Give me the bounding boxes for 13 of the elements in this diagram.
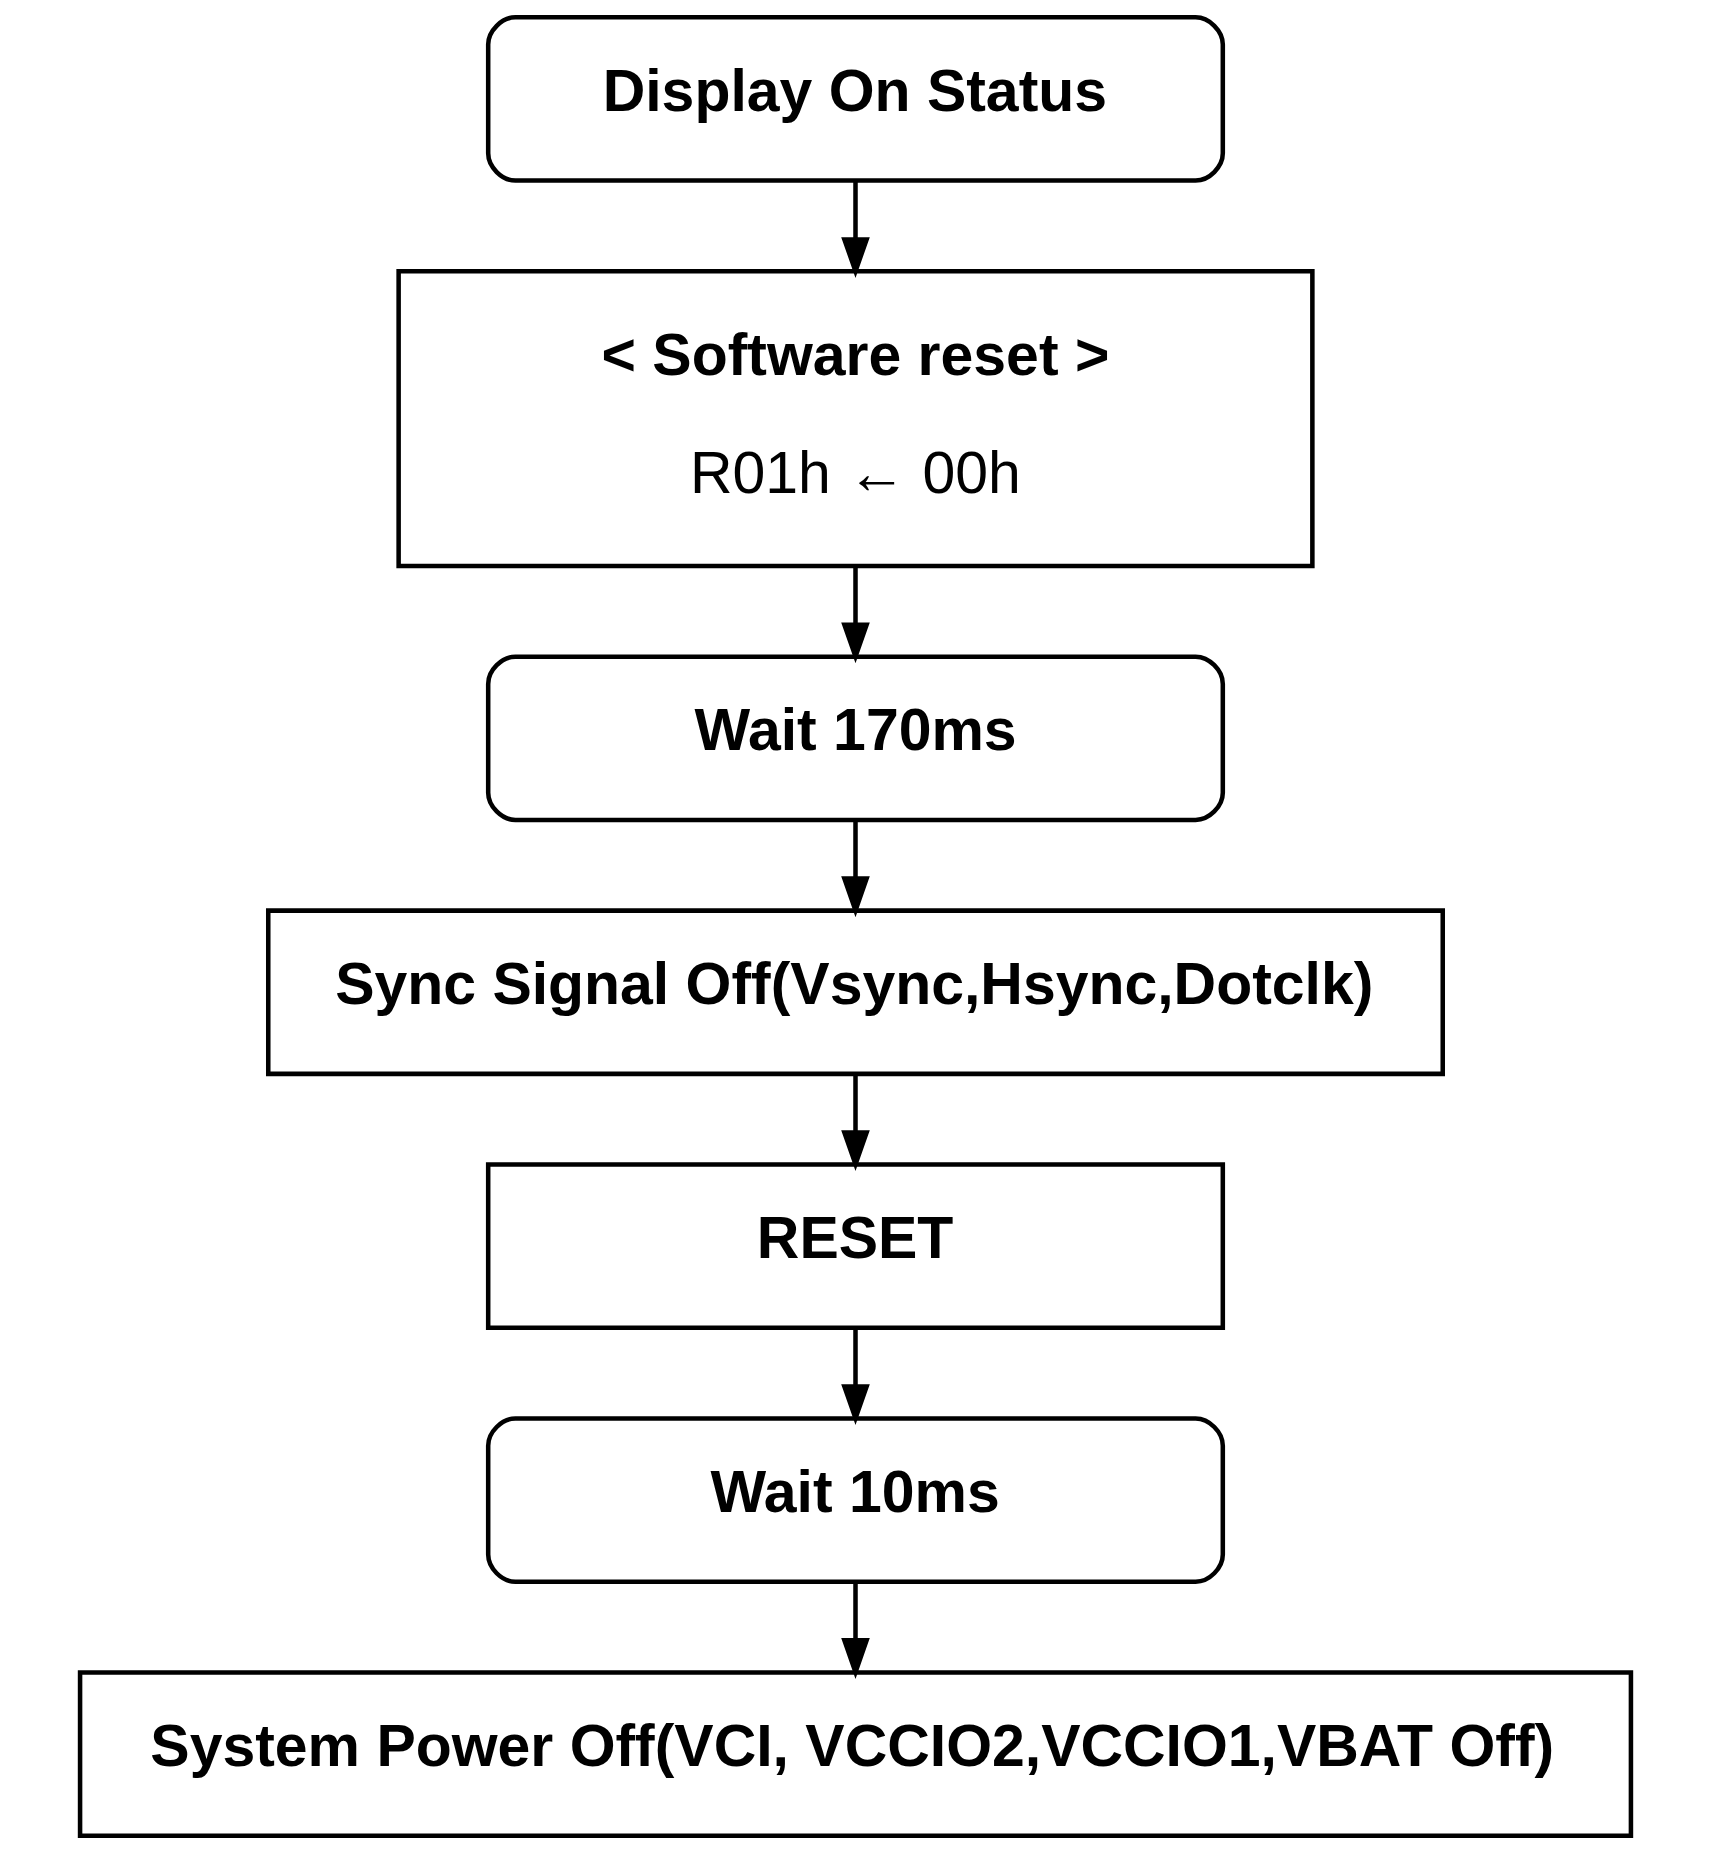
node-box: Wait 170ms — [485, 654, 1226, 823]
arrow — [841, 566, 870, 664]
arrow — [841, 180, 870, 279]
node-box: Wait 10ms — [485, 1416, 1226, 1585]
arrow — [841, 1328, 870, 1426]
node-box: RESET — [485, 1162, 1226, 1331]
arrow — [841, 1582, 870, 1679]
node-box: Display On Status — [485, 15, 1226, 183]
arrow — [841, 820, 870, 918]
node-box: Sync Signal Off(Vsync,Hsync,Dotclk) — [266, 908, 1445, 1077]
node-box: System Power Off(VCI, VCCIO2,VCCIO1,VBAT Off) — [77, 1670, 1634, 1838]
node-box: < Software reset > R01h ← 00h — [396, 268, 1315, 569]
arrow — [841, 1074, 870, 1172]
